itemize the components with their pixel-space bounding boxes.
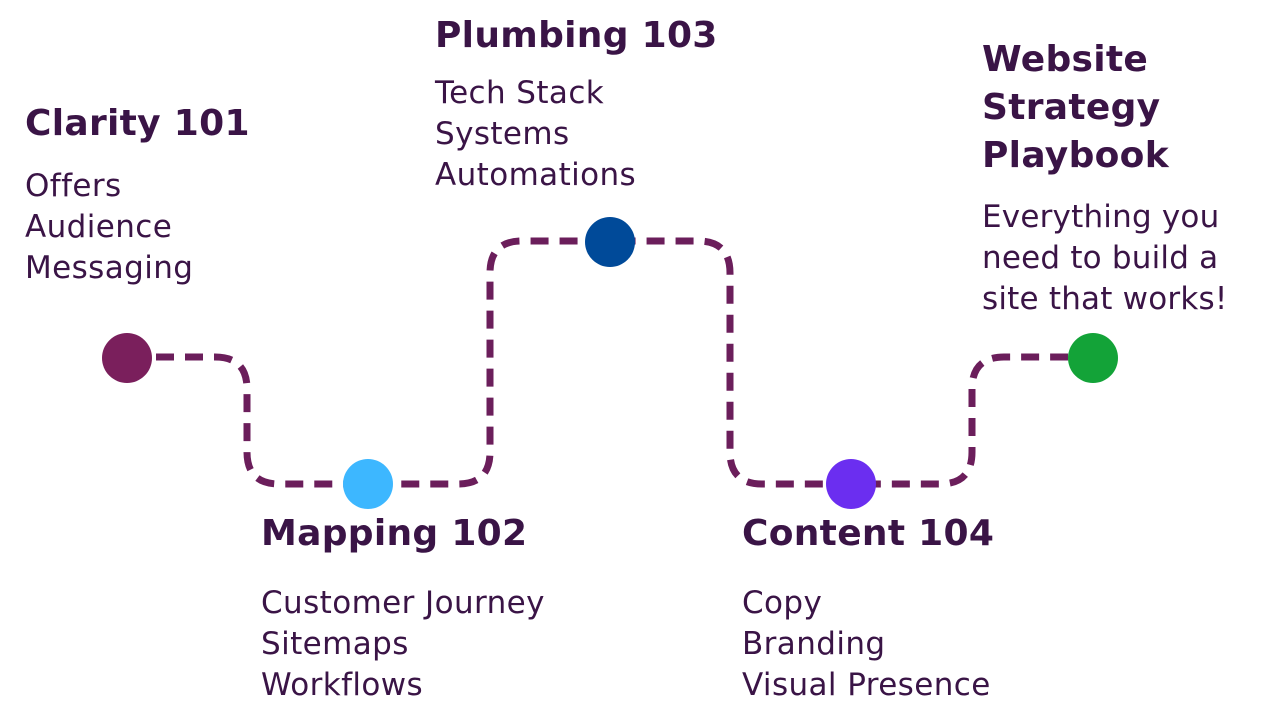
stage-title: Clarity 101 — [25, 103, 250, 144]
description-line: Everything you — [982, 199, 1220, 235]
content-dot — [826, 459, 876, 509]
stage-plumbing: Plumbing 103 Tech Stack Systems Automati… — [435, 12, 718, 196]
stage-clarity: Clarity 101 Offers Audience Messaging — [25, 100, 250, 289]
stage-item: Audience — [25, 209, 173, 245]
title-line: Website — [982, 39, 1149, 80]
stage-mapping: Mapping 102 Customer Journey Sitemaps Wo… — [261, 510, 545, 706]
description-line: site that works! — [982, 281, 1228, 317]
stage-item: Workflows — [261, 667, 424, 703]
mapping-dot — [343, 459, 393, 509]
stage-item: Copy — [742, 585, 823, 621]
stage-item: Systems — [435, 116, 570, 152]
stage-title: Website Strategy Playbook — [982, 36, 1227, 180]
dashed-connector — [127, 237, 1093, 488]
description-line: need to build a — [982, 240, 1219, 276]
stage-description: Everything you need to build a site that… — [982, 197, 1227, 320]
clarity-dot — [102, 333, 152, 383]
title-line: Strategy — [982, 87, 1161, 128]
stage-title: Plumbing 103 — [435, 15, 718, 56]
title-line: Playbook — [982, 135, 1169, 176]
stage-title: Content 104 — [742, 513, 995, 554]
stage-item: Offers — [25, 168, 122, 204]
playbook-dot — [1068, 333, 1118, 383]
stage-playbook: Website Strategy Playbook Everything you… — [982, 36, 1227, 320]
plumbing-dot — [585, 217, 635, 267]
stage-item: Sitemaps — [261, 626, 409, 662]
stage-item: Customer Journey — [261, 585, 545, 621]
stage-item: Messaging — [25, 250, 194, 286]
stage-item: Visual Presence — [742, 667, 991, 703]
stage-item: Tech Stack — [435, 75, 605, 111]
stage-title: Mapping 102 — [261, 513, 528, 554]
stage-item: Automations — [435, 157, 637, 193]
stage-item: Branding — [742, 626, 886, 662]
stage-content: Content 104 Copy Branding Visual Presenc… — [742, 510, 994, 706]
